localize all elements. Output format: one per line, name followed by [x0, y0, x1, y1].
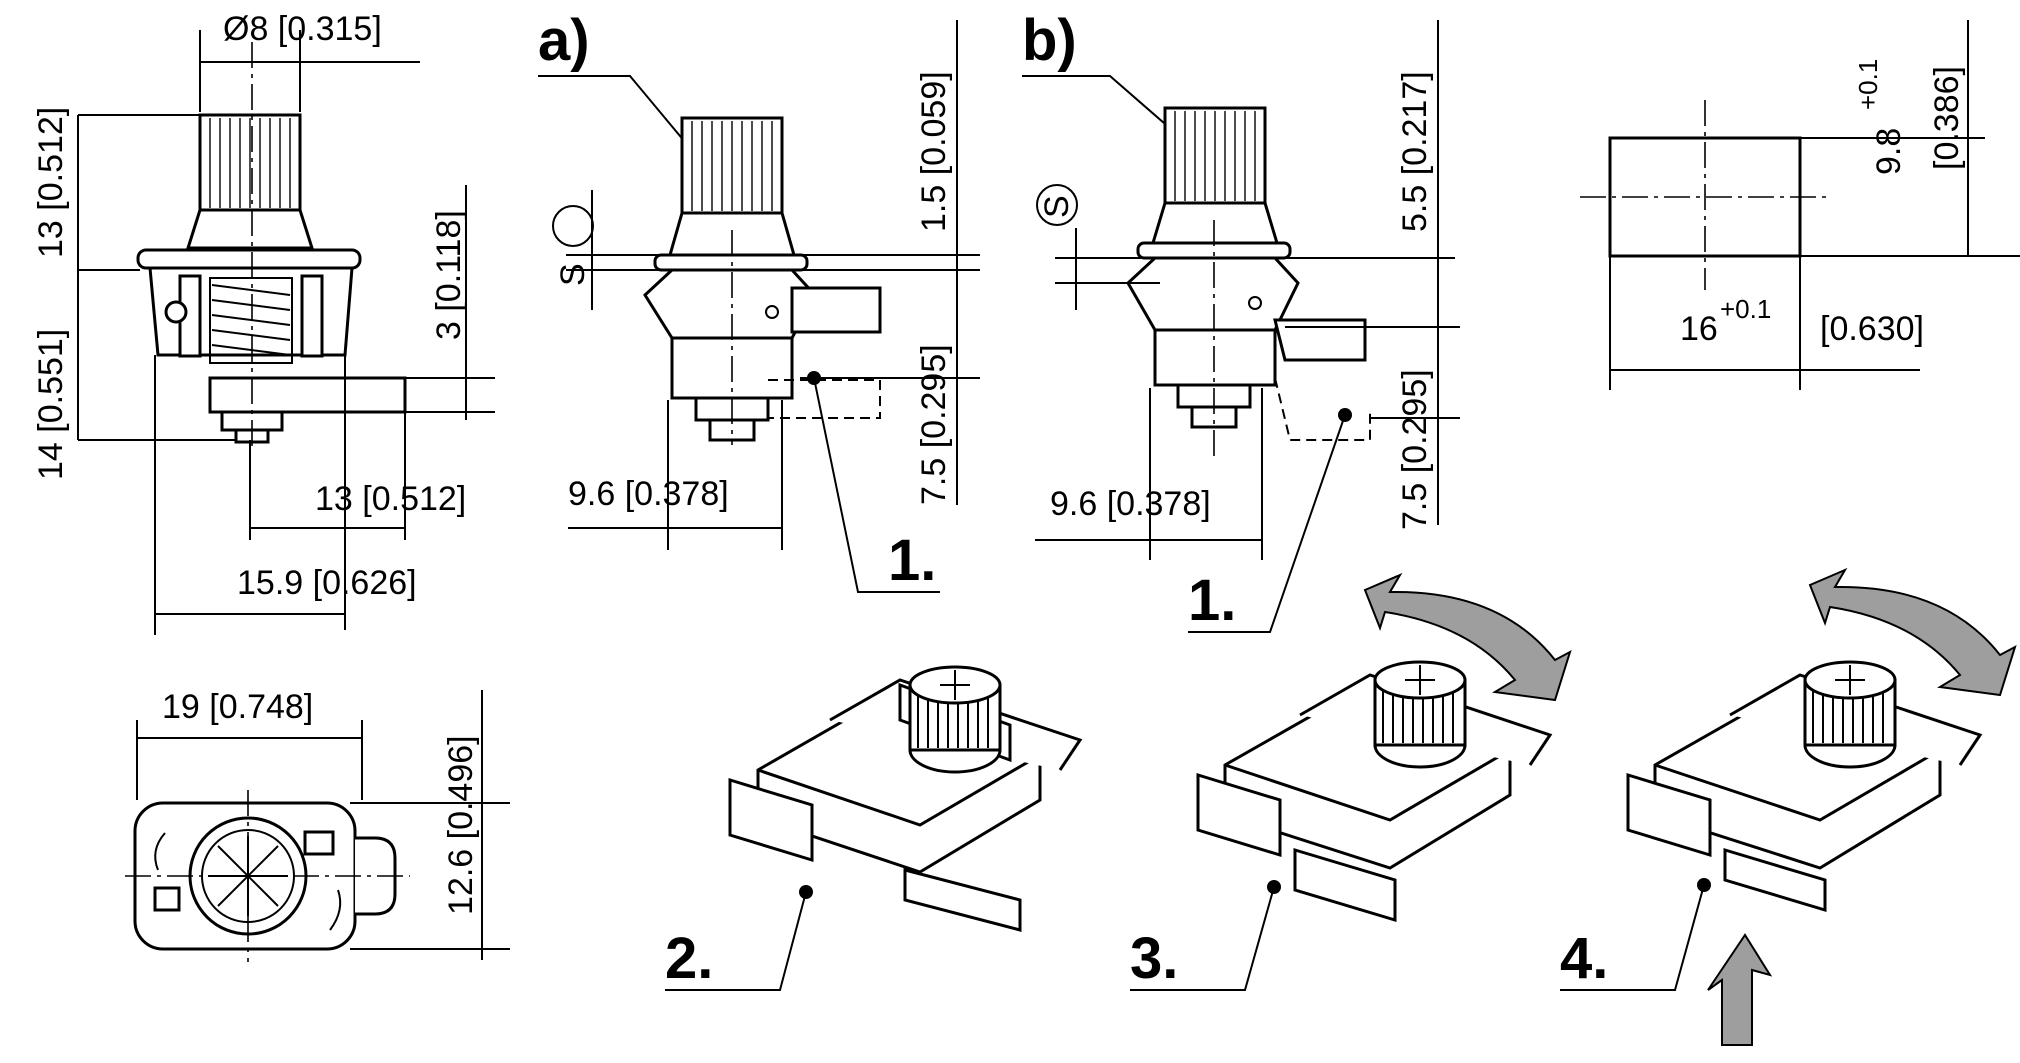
panel-cutout-view: 9.8 +0.1 [0.386] 16 +0.1 [0.630] [1580, 20, 2020, 390]
cutout-width-tolerance: +0.1 [1720, 294, 1771, 324]
b-bottom-dimension: 7.5 [0.295] [1396, 369, 1434, 530]
face-view: 19 [0.748] 12.6 [0.496] [125, 688, 510, 962]
cutout-width-inch: [0.630] [1820, 310, 1924, 348]
step-2-label: 2. [665, 926, 713, 991]
b-top-dimension: 5.5 [0.217] [1396, 71, 1434, 232]
cutout-height-inch: [0.386] [1928, 66, 1966, 170]
a-top-dimension: 1.5 [0.059] [915, 71, 953, 232]
a-width-dimension: 9.6 [0.378] [568, 475, 729, 513]
body-height-dimension: 14 [0.551] [32, 329, 70, 480]
s-mark-b: S [1038, 195, 1076, 218]
iso-step-3: 3. [1130, 572, 1572, 991]
step-4-label: 4. [1560, 926, 1608, 991]
variant-b-label: b) [1022, 8, 1077, 73]
iso-step-4: 4. [1560, 567, 2017, 1046]
lock-icon [303, 830, 335, 856]
variant-a-view: a) S 1.5 [0.059] 7.5 [0.295] [538, 8, 980, 593]
step-1a-label: 1. [888, 528, 936, 593]
side-view: Ø8 [0.315] 13 [0.512] 14 [0.551] 3 [0.11… [32, 10, 495, 635]
face-height-dimension: 12.6 [0.496] [442, 735, 480, 915]
s-mark-a: S [554, 263, 592, 286]
variant-a-label: a) [538, 8, 590, 73]
rotate-arrow-step-3 [1363, 572, 1572, 702]
rotate-arrow-step-4 [1808, 567, 2017, 697]
unlock-icon [153, 886, 181, 912]
latch-offset-dimension: 3 [0.118] [430, 210, 468, 340]
a-bottom-dimension: 7.5 [0.295] [915, 344, 953, 505]
face-width-dimension: 19 [0.748] [162, 688, 313, 726]
variant-b-view: b) S 5.5 [0.217] 7.5 [0.295] [1022, 8, 1460, 633]
rotate-right-icon [329, 889, 342, 931]
knob-height-dimension: 13 [0.512] [32, 107, 70, 258]
step-3-label: 3. [1130, 926, 1178, 991]
cutout-height-tolerance: +0.1 [1853, 59, 1883, 110]
diameter-dimension: Ø8 [0.315] [223, 10, 382, 48]
overall-length-dimension: 15.9 [0.626] [237, 564, 417, 602]
cutout-height-value: 9.8 [1870, 128, 1908, 175]
push-arrow-step-4 [1707, 933, 1773, 1046]
rotate-left-icon [154, 832, 166, 871]
b-width-dimension: 9.6 [0.378] [1050, 485, 1211, 523]
cutout-width-value: 16 [1680, 310, 1718, 348]
step-1b-label: 1. [1188, 568, 1236, 633]
latch-length-dimension: 13 [0.512] [315, 480, 466, 518]
iso-step-2: 2. [665, 665, 1083, 991]
